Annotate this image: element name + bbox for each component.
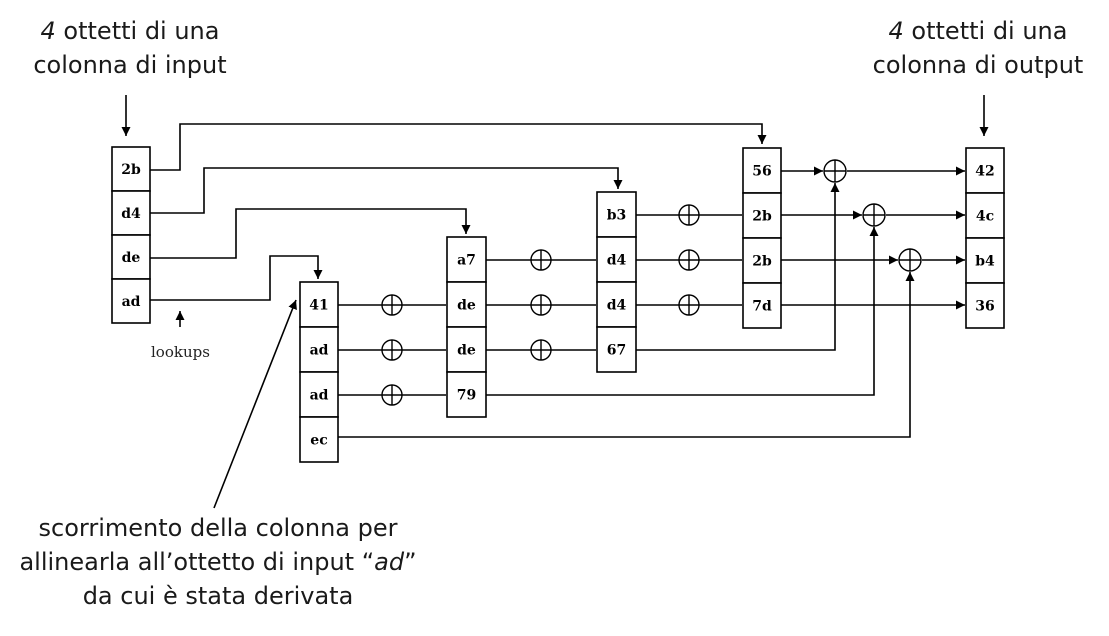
shift-annotation: scorrimento della colonna per allinearla… <box>0 511 436 613</box>
lookup-column-d4: b3 d4 d4 67 <box>596 191 637 373</box>
annotation-line2-post: ” <box>404 548 417 576</box>
byte-value: ad <box>310 388 329 404</box>
lookups-label: lookups <box>151 343 210 361</box>
xor-operator <box>898 248 922 272</box>
byte-value: 2b <box>752 209 772 225</box>
xor-operator <box>678 294 700 316</box>
input-count: 4 <box>40 17 56 45</box>
byte-cell <box>446 236 487 283</box>
byte-value: 42 <box>975 164 994 180</box>
byte-value: d4 <box>607 253 627 269</box>
byte-value: 56 <box>752 164 771 180</box>
xor-operator <box>530 294 552 316</box>
byte-value: 4c <box>976 209 994 225</box>
byte-value: d4 <box>121 206 141 222</box>
byte-value: 41 <box>309 298 328 314</box>
xor-operator <box>381 294 403 316</box>
lookup-column-de: a7 de de 79 <box>446 236 487 418</box>
xor-operator <box>381 339 403 361</box>
byte-cell <box>299 371 339 418</box>
byte-cell <box>111 234 151 280</box>
output-column-caption: 4 ottetti di una colonna di output <box>858 14 1098 82</box>
long-79 <box>486 227 879 396</box>
xor-operator <box>530 339 552 361</box>
byte-value: 36 <box>975 299 994 315</box>
lookup-column-2b: 56 2b 2b 7d <box>742 147 782 329</box>
byte-cell <box>596 281 637 328</box>
input-column-caption: 4 ottetti di una colonna di input <box>10 14 250 82</box>
xor-operator <box>862 203 886 227</box>
byte-value: b3 <box>607 208 627 224</box>
long-67 <box>636 183 840 351</box>
byte-cell <box>742 282 782 329</box>
input-column: 2b d4 de ad <box>111 146 151 324</box>
byte-cell <box>965 282 1005 329</box>
lookup-column-ad: 41 ad ad ec <box>299 281 339 463</box>
byte-cell <box>742 192 782 239</box>
byte-cell <box>446 371 487 418</box>
byte-value: de <box>457 343 476 359</box>
byte-value: 2b <box>121 162 141 178</box>
byte-cell <box>299 326 339 373</box>
byte-value: d4 <box>607 298 627 314</box>
lookup-line-de <box>150 208 471 259</box>
byte-cell <box>965 237 1005 284</box>
byte-value: ec <box>310 433 327 449</box>
input-caption-line2: colonna di input <box>33 51 227 79</box>
byte-value: 79 <box>457 388 476 404</box>
byte-value: 7d <box>752 299 772 315</box>
byte-cell <box>742 237 782 284</box>
input-caption-text: ottetti di una <box>55 17 220 45</box>
byte-value: ad <box>310 343 329 359</box>
output-column: 42 4c b4 36 <box>965 147 1005 329</box>
byte-value: 2b <box>752 254 772 270</box>
annotation-line1: scorrimento della colonna per <box>38 514 398 542</box>
byte-value: b4 <box>975 254 995 270</box>
xor-operator <box>678 249 700 271</box>
xor-operator <box>823 159 847 183</box>
byte-cell <box>299 416 339 463</box>
annotation-pointer <box>213 299 297 509</box>
byte-cell <box>596 236 637 283</box>
wires <box>121 95 989 509</box>
byte-value: a7 <box>457 253 476 269</box>
byte-value: de <box>122 250 141 266</box>
byte-cell <box>111 278 151 324</box>
xor-operator <box>678 204 700 226</box>
xor-operators <box>381 159 922 406</box>
output-caption-line2: colonna di output <box>872 51 1084 79</box>
lookup-line-ad <box>150 255 323 301</box>
byte-value: de <box>457 298 476 314</box>
output-count: 4 <box>888 17 904 45</box>
byte-cell <box>596 191 637 238</box>
annotation-line3: da cui è stata derivata <box>82 582 354 610</box>
lookup-line-d4 <box>150 167 623 214</box>
byte-value: ad <box>122 294 141 310</box>
xor-operator <box>381 384 403 406</box>
annotation-line2-em: ad <box>374 548 405 576</box>
byte-cell <box>596 326 637 373</box>
annotation-line2-pre: allinearla all’ottetto di input “ <box>19 548 375 576</box>
long-ec <box>338 272 915 438</box>
byte-cell <box>965 147 1005 194</box>
byte-cell <box>111 146 151 192</box>
lookup-line-2b <box>150 123 767 171</box>
output-caption-text: ottetti di una <box>903 17 1068 45</box>
byte-value: 67 <box>607 343 626 359</box>
xor-operator <box>530 249 552 271</box>
